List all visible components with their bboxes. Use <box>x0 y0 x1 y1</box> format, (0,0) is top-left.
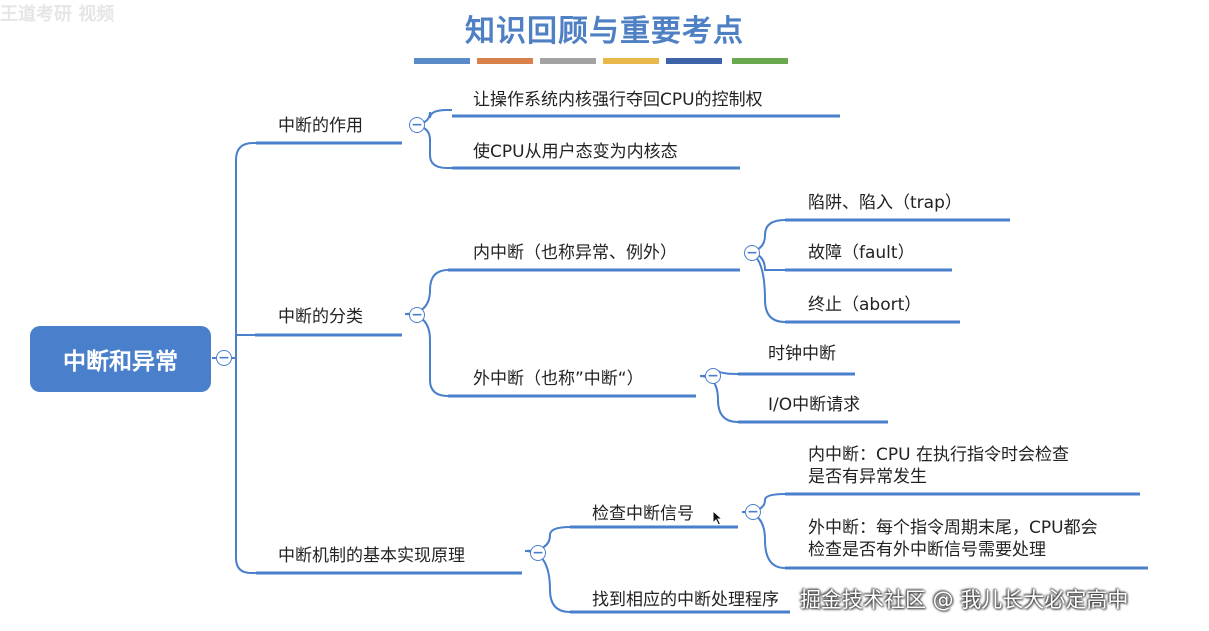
check-external-line1[interactable]: 外中断：每个指令周期末尾，CPU都会 <box>808 518 1098 538</box>
external-collapse-icon[interactable]: − <box>705 368 721 384</box>
internal-item-trap[interactable]: 陷阱、陷入（trap） <box>808 193 962 213</box>
external-item-io[interactable]: I/O中断请求 <box>768 395 861 415</box>
node-internal-interrupt[interactable]: 内中断（也称异常、例外） <box>473 243 677 263</box>
bottom-watermark: 掘金技术社区 @ 我儿长大必定高中 <box>800 588 1129 612</box>
node-role[interactable]: 中断的作用 <box>278 116 363 136</box>
node-external-interrupt[interactable]: 外中断（也称”中断“） <box>473 369 644 389</box>
divider-segment-6 <box>732 58 788 64</box>
mechanism-collapse-icon[interactable]: − <box>530 545 546 561</box>
role-collapse-icon[interactable]: − <box>409 117 425 133</box>
node-check-signal[interactable]: 检查中断信号 <box>592 504 694 524</box>
divider-segment-1 <box>414 58 470 64</box>
internal-collapse-icon[interactable]: − <box>744 245 760 261</box>
divider-segment-3 <box>540 58 596 64</box>
internal-item-abort[interactable]: 终止（abort） <box>808 295 922 315</box>
check-external-line2[interactable]: 检查是否有外中断信号需要处理 <box>808 540 1046 560</box>
node-mechanism[interactable]: 中断机制的基本实现原理 <box>278 546 465 566</box>
mouse-cursor-icon <box>712 510 724 526</box>
root-node[interactable]: 中断和异常 <box>30 326 211 392</box>
divider-segment-5 <box>666 58 722 64</box>
root-collapse-icon[interactable]: − <box>216 350 232 366</box>
node-classification[interactable]: 中断的分类 <box>278 307 363 327</box>
top-watermark: 王道考研 视频 <box>0 4 115 25</box>
role-item-2[interactable]: 使CPU从用户态变为内核态 <box>473 142 678 162</box>
internal-item-fault[interactable]: 故障（fault） <box>808 243 915 263</box>
divider-segment-2 <box>477 58 533 64</box>
external-item-clock[interactable]: 时钟中断 <box>768 344 836 364</box>
node-find-handler[interactable]: 找到相应的中断处理程序 <box>592 590 779 610</box>
check-internal-line2[interactable]: 是否有异常发生 <box>808 467 927 487</box>
classification-collapse-icon[interactable]: − <box>409 307 425 323</box>
check-collapse-icon[interactable]: − <box>745 504 761 520</box>
divider-segment-4 <box>603 58 659 64</box>
check-internal-line1[interactable]: 内中断：CPU 在执行指令时会检查 <box>808 445 1069 465</box>
page-title: 知识回顾与重要考点 <box>465 14 744 49</box>
role-item-1[interactable]: 让操作系统内核强行夺回CPU的控制权 <box>473 90 763 110</box>
